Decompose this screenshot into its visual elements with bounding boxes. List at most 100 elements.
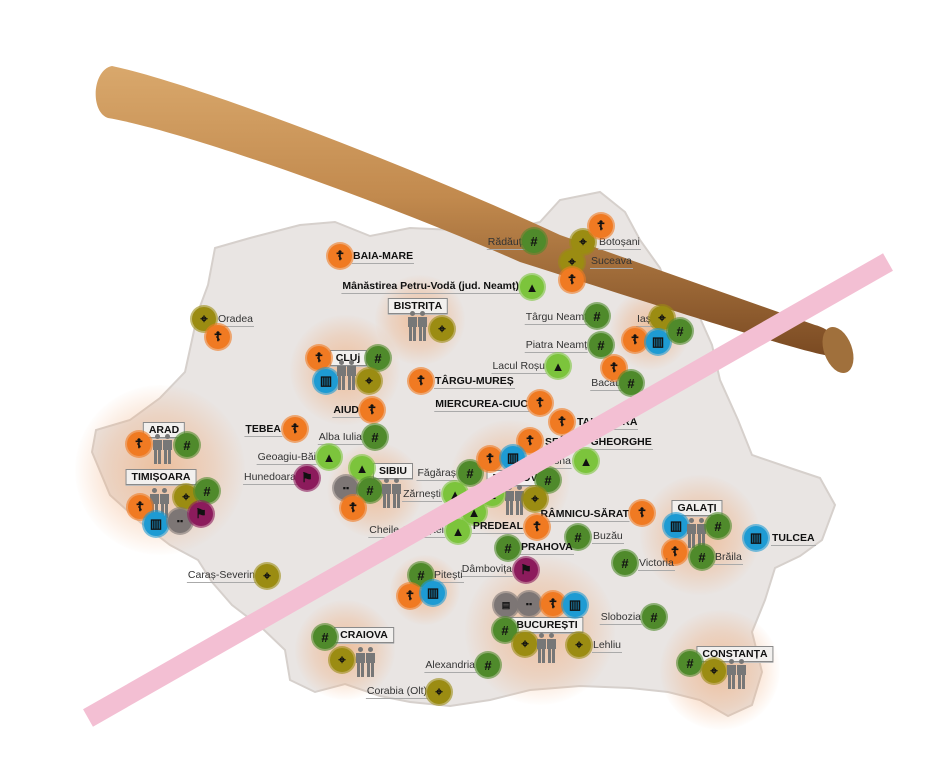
cross-icon: ☦ bbox=[398, 584, 422, 608]
target-icon: ⌖ bbox=[702, 659, 726, 683]
location-label: TÂRGU-MUREȘ bbox=[434, 375, 515, 389]
target-icon: ⌖ bbox=[523, 487, 547, 511]
grid-icon: # bbox=[566, 525, 590, 549]
location-label: Buzău bbox=[592, 530, 624, 544]
location-label: TIMIȘOARA bbox=[125, 469, 197, 485]
location-label: Caraș-Severin bbox=[186, 569, 256, 583]
location-label: Botoșani bbox=[598, 236, 641, 250]
grid-icon: # bbox=[195, 479, 219, 503]
flag-icon: ⚑ bbox=[189, 502, 213, 526]
location-label: Oradea bbox=[217, 313, 255, 327]
grid-icon: # bbox=[522, 229, 546, 253]
people-icon bbox=[536, 633, 558, 663]
location-label: Alexandria bbox=[424, 659, 476, 673]
grid-icon: # bbox=[313, 625, 337, 649]
location-label: Rădăuți bbox=[486, 236, 525, 250]
location-label: Zărnești bbox=[402, 488, 442, 502]
cross-icon: ☦ bbox=[409, 369, 433, 393]
bat-knob bbox=[822, 326, 854, 374]
location-label: MIERCUREA-CIUC bbox=[434, 398, 529, 412]
cross-icon: ☦ bbox=[663, 540, 687, 564]
target-icon: ⌖ bbox=[427, 680, 451, 704]
people-icon bbox=[686, 518, 708, 548]
cross-icon: ☦ bbox=[528, 391, 552, 415]
people-icon bbox=[726, 659, 748, 689]
grid-icon: # bbox=[642, 605, 666, 629]
cross-icon: ☦ bbox=[206, 325, 230, 349]
cross-icon: ☦ bbox=[328, 244, 352, 268]
grid-icon: # bbox=[585, 304, 609, 328]
location-label: Bacău bbox=[590, 377, 622, 391]
target-icon: ⌖ bbox=[174, 485, 198, 509]
location-label: GALAȚI bbox=[671, 500, 723, 516]
grid-icon: # bbox=[668, 319, 692, 343]
cross-icon: ☦ bbox=[283, 417, 307, 441]
people-icon bbox=[336, 360, 358, 390]
location-label: PREDEAL bbox=[471, 520, 524, 534]
books-icon: ▥ bbox=[744, 526, 768, 550]
grid-icon: # bbox=[690, 545, 714, 569]
tent-icon: ▲ bbox=[317, 445, 341, 469]
grid-icon: # bbox=[496, 536, 520, 560]
location-label: Iași bbox=[636, 313, 655, 327]
books-icon: ▥ bbox=[314, 369, 338, 393]
people-icon bbox=[152, 434, 174, 464]
cross-icon: ☦ bbox=[589, 214, 613, 238]
books-icon: ▥ bbox=[646, 330, 670, 354]
location-label: Lehliu bbox=[592, 639, 623, 653]
people-icon bbox=[381, 478, 403, 508]
location-label: Suceava bbox=[590, 255, 633, 269]
location-label: Făgăraș bbox=[416, 467, 457, 481]
location-label: ARAD bbox=[142, 422, 186, 438]
grid-icon: # bbox=[619, 371, 643, 395]
grid-icon: # bbox=[678, 651, 702, 675]
target-icon: ⌖ bbox=[430, 317, 454, 341]
people-icon bbox=[355, 647, 377, 677]
cross-icon: ☦ bbox=[630, 501, 654, 525]
target-icon: ⌖ bbox=[567, 633, 591, 657]
cross-icon: ☦ bbox=[525, 515, 549, 539]
target-icon: ⌖ bbox=[330, 648, 354, 672]
flag-icon: ⚑ bbox=[295, 466, 319, 490]
people-icon bbox=[407, 311, 429, 341]
books-icon: ▥ bbox=[421, 581, 445, 605]
group-icon: ▪▪ bbox=[517, 592, 541, 616]
location-label: Lacul Roșu bbox=[491, 360, 546, 374]
target-icon: ⌖ bbox=[357, 369, 381, 393]
cross-icon: ☦ bbox=[360, 398, 384, 422]
location-label: Slobozia bbox=[599, 611, 642, 625]
group-icon: ▪▪ bbox=[168, 509, 192, 533]
location-label: PRAHOVA bbox=[520, 541, 574, 555]
grid-icon: # bbox=[706, 514, 730, 538]
location-label: Geoagiu-Băi bbox=[256, 451, 317, 465]
grid-icon: # bbox=[589, 333, 613, 357]
tent-icon: ▲ bbox=[574, 449, 598, 473]
grid-icon: # bbox=[363, 425, 387, 449]
grid-icon: # bbox=[613, 551, 637, 575]
location-label: CRAIOVA bbox=[334, 627, 394, 643]
target-icon: ⌖ bbox=[513, 632, 537, 656]
books-icon: ▥ bbox=[664, 514, 688, 538]
location-label: ȚEBEA bbox=[244, 423, 282, 437]
location-label: BISTRIȚA bbox=[387, 298, 449, 314]
location-label: Dâmbovița bbox=[460, 563, 513, 577]
location-label: Victoria bbox=[638, 557, 675, 571]
cross-icon: ☦ bbox=[541, 592, 565, 616]
location-label: BUCUREȘTI bbox=[510, 617, 584, 633]
tent-icon: ▲ bbox=[546, 354, 570, 378]
cross-icon: ☦ bbox=[307, 346, 331, 370]
grid-icon: # bbox=[476, 653, 500, 677]
people-icon bbox=[149, 488, 171, 518]
location-label: AIUD bbox=[332, 404, 360, 418]
location-label: Mânăstirea Petru-Vodă (jud. Neamț) bbox=[341, 280, 520, 294]
location-label: Brăila bbox=[714, 551, 743, 565]
location-label: RÂMNICU-SĂRAT bbox=[539, 508, 630, 522]
building-icon: ▤ bbox=[494, 593, 518, 617]
cross-icon: ☦ bbox=[623, 328, 647, 352]
cross-icon: ☦ bbox=[478, 447, 502, 471]
cross-icon: ☦ bbox=[560, 268, 584, 292]
books-icon: ▥ bbox=[144, 512, 168, 536]
location-label: Târgu Neamț bbox=[524, 311, 588, 325]
